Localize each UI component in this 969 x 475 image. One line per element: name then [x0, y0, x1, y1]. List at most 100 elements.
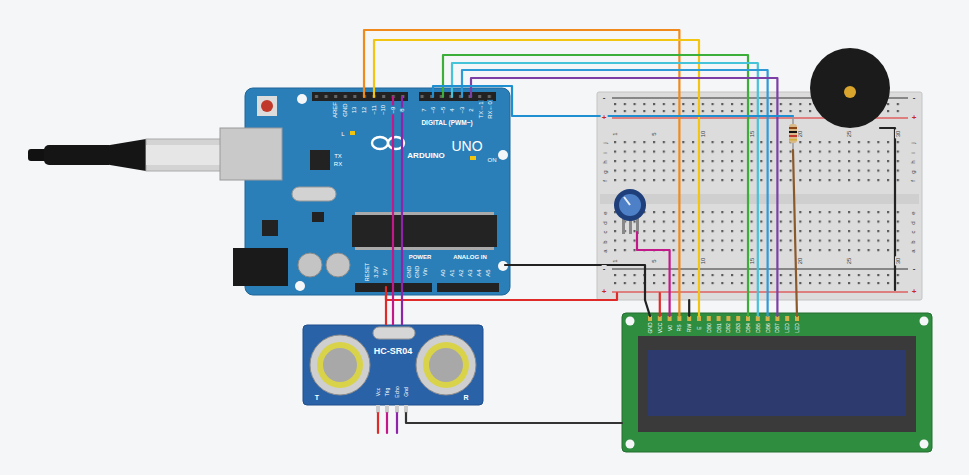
potentiometer: [614, 189, 646, 234]
breadboard: [612, 291, 908, 292]
header-title: POWER: [408, 254, 433, 260]
resistor: [789, 124, 797, 143]
column-number: 15: [749, 130, 755, 139]
jumper-wires: [688, 300, 690, 316]
jumper-wires: [401, 97, 403, 295]
piezo-buzzer: [810, 48, 890, 128]
arduino-board: [355, 212, 494, 215]
arduino-board: [377, 142, 383, 144]
jumper-wires: [505, 265, 650, 316]
lcd-16x2: [785, 316, 789, 321]
lcd-16x2: [726, 316, 730, 321]
arduino-board: [352, 215, 497, 247]
pin-label: RW: [687, 323, 692, 333]
pin-label: DB2: [726, 322, 731, 334]
pin-label: VCC: [657, 322, 662, 335]
pin-label: 12: [361, 106, 367, 115]
jumper-wires: [406, 413, 622, 423]
rail-sign: -: [602, 94, 607, 102]
usb-cable: [28, 139, 222, 171]
header-title: DIGITAL (PWM~): [420, 120, 473, 127]
row-letter: h: [602, 159, 608, 164]
column-number: 30: [895, 130, 901, 139]
pin-label: Vin: [423, 267, 429, 277]
arduino-board: [257, 96, 277, 116]
row-letter: i: [910, 151, 916, 154]
arduino-board: [498, 150, 508, 160]
arduino-board: [326, 253, 350, 277]
jumper-wires: [659, 293, 661, 316]
pin-label: A0: [440, 268, 446, 277]
pin-label: DB0: [706, 322, 711, 334]
row-letter: b: [602, 239, 608, 244]
row-letter: d: [910, 220, 916, 225]
board-label: ARDUINO: [407, 152, 444, 160]
pin-label: RS: [677, 324, 682, 333]
transducer-label: T: [314, 394, 320, 401]
breadboard: [612, 268, 908, 269]
rail-sign: -: [912, 265, 917, 273]
lcd-16x2: [920, 440, 929, 449]
pin-label: AREF: [332, 101, 338, 119]
row-letter: b: [910, 239, 916, 244]
potentiometer: [624, 197, 630, 205]
pin-label: RESET: [365, 262, 371, 282]
arduino-board: [295, 281, 305, 291]
arduino-board: [419, 92, 496, 101]
lcd-16x2: [626, 317, 635, 326]
row-letter: g: [602, 169, 608, 174]
pin-label: LED: [795, 322, 800, 334]
arduino-uno-board: ARDUINOUNO: [245, 88, 510, 295]
piezo-buzzer: [810, 48, 890, 128]
jumper-wire: [385, 295, 387, 325]
jumper-wire: [401, 295, 403, 325]
pin-label: DB7: [775, 322, 780, 334]
pin-label: Vcc: [376, 387, 381, 397]
arduino-board: [310, 150, 330, 170]
transducer-label: R: [462, 394, 469, 401]
hc-sr04-module: HC-SR04: [303, 325, 483, 405]
pin-label: DB4: [746, 322, 751, 334]
rail-sign: +: [601, 114, 608, 122]
row-letter: a: [910, 248, 916, 253]
ultrasonic-sensor: [317, 342, 363, 388]
arduino-board: [419, 92, 496, 101]
piezo-buzzer: [844, 86, 856, 98]
column-number: 5: [651, 131, 657, 136]
arduino-board: [395, 140, 397, 146]
column-number: 20: [797, 257, 803, 266]
arduino-board: [220, 88, 510, 295]
breadboard: [614, 141, 906, 186]
column-number: 30: [895, 257, 901, 266]
jumper-wires: [374, 40, 699, 316]
lcd-16x2: [638, 336, 916, 432]
pin-label: A4: [476, 268, 482, 277]
ultrasonic-sensor: [423, 342, 469, 388]
pin-label: A1: [449, 268, 455, 277]
resistor: [789, 135, 797, 137]
column-number: 1: [612, 131, 618, 136]
pin-label: ~6: [430, 106, 436, 115]
arduino-board: [233, 248, 288, 286]
column-number: 25: [846, 257, 852, 266]
led-label: L: [340, 131, 345, 137]
column-number: 10: [700, 130, 706, 139]
ultrasonic-sensor: [376, 405, 380, 413]
usb-cable: [44, 145, 114, 165]
pin-label: Echo: [395, 385, 400, 398]
row-letter: e: [910, 210, 916, 215]
lcd-16x2: [707, 316, 711, 321]
led-label: ON: [487, 157, 498, 163]
pin-label: A2: [458, 268, 464, 277]
ultrasonic-sensor: [323, 348, 357, 382]
column-number: 20: [797, 130, 803, 139]
jumper-wires: [386, 287, 617, 300]
jumper-wire: [392, 295, 394, 325]
column-number: 15: [749, 257, 755, 266]
lcd-16x2: [622, 313, 932, 452]
lcd-16x2: [648, 316, 799, 321]
jumper-wires: [364, 30, 679, 316]
arduino-board: [220, 128, 282, 180]
jumper-wires: [392, 97, 394, 295]
